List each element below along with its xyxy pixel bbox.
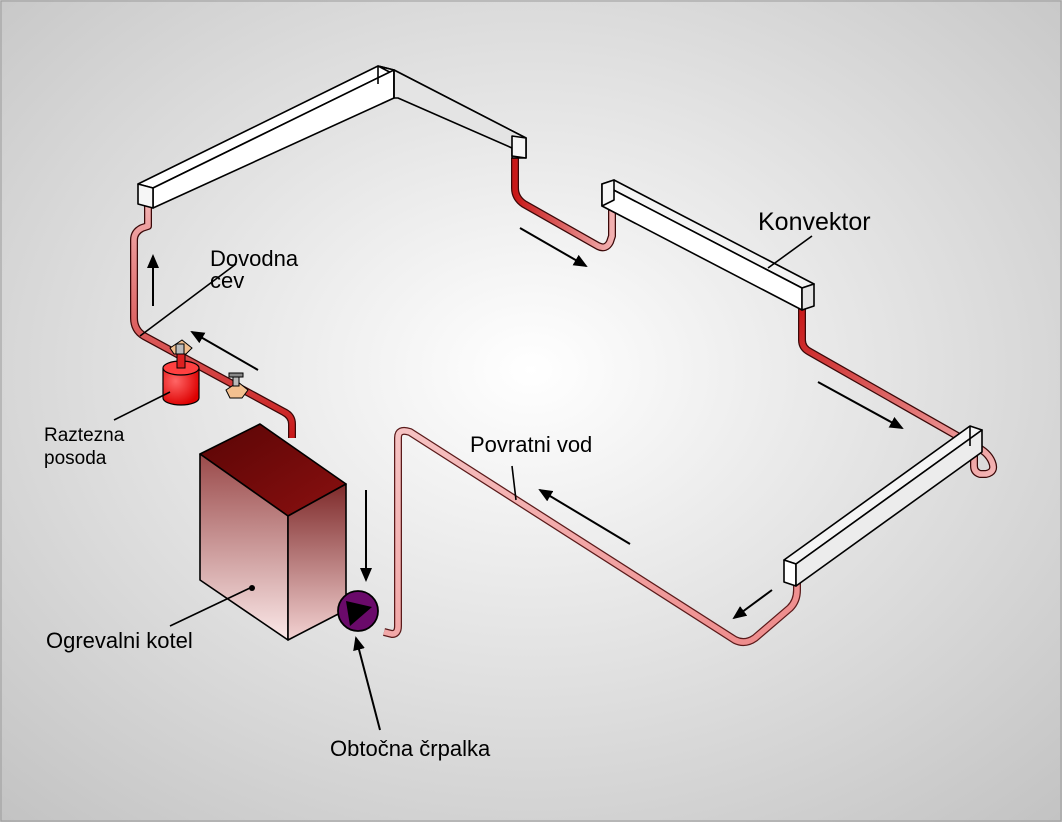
flow-arrow-3	[817, 381, 904, 429]
label-obtocna-crpalka: Obtočna črpalka	[330, 736, 491, 761]
leader-lines	[113, 235, 813, 627]
flow-arrow-2	[519, 227, 588, 267]
flow-arrow-4	[732, 589, 773, 620]
label-ogrevalni-kotel: Ogrevalni kotel	[46, 628, 193, 653]
valve	[225, 372, 249, 399]
radiator-1	[137, 65, 527, 209]
pump	[337, 590, 379, 632]
flow-arrows	[147, 227, 904, 731]
label-posoda: posoda	[44, 448, 107, 469]
labels: Konvektor Dovodna cev Raztezna posoda Po…	[44, 208, 871, 761]
expansion-tank	[162, 339, 200, 406]
label-cev: cev	[210, 268, 244, 293]
radiators	[137, 65, 983, 587]
label-konvektor: Konvektor	[758, 208, 871, 236]
label-dovodna: Dovodna	[210, 246, 299, 271]
flow-arrow-supply	[190, 331, 259, 371]
connecting-pipe-2	[798, 306, 998, 478]
radiator-2	[601, 179, 815, 311]
flow-arrow-return	[538, 488, 631, 545]
label-povratni-vod: Povratni vod	[470, 432, 592, 457]
radiator-3	[783, 425, 983, 587]
label-raztezna: Raztezna	[44, 425, 125, 446]
return-pipe	[383, 426, 801, 647]
connecting-pipe-1	[511, 158, 616, 252]
pointer-arrow-pump	[353, 636, 381, 731]
supply-pipe	[130, 204, 296, 438]
